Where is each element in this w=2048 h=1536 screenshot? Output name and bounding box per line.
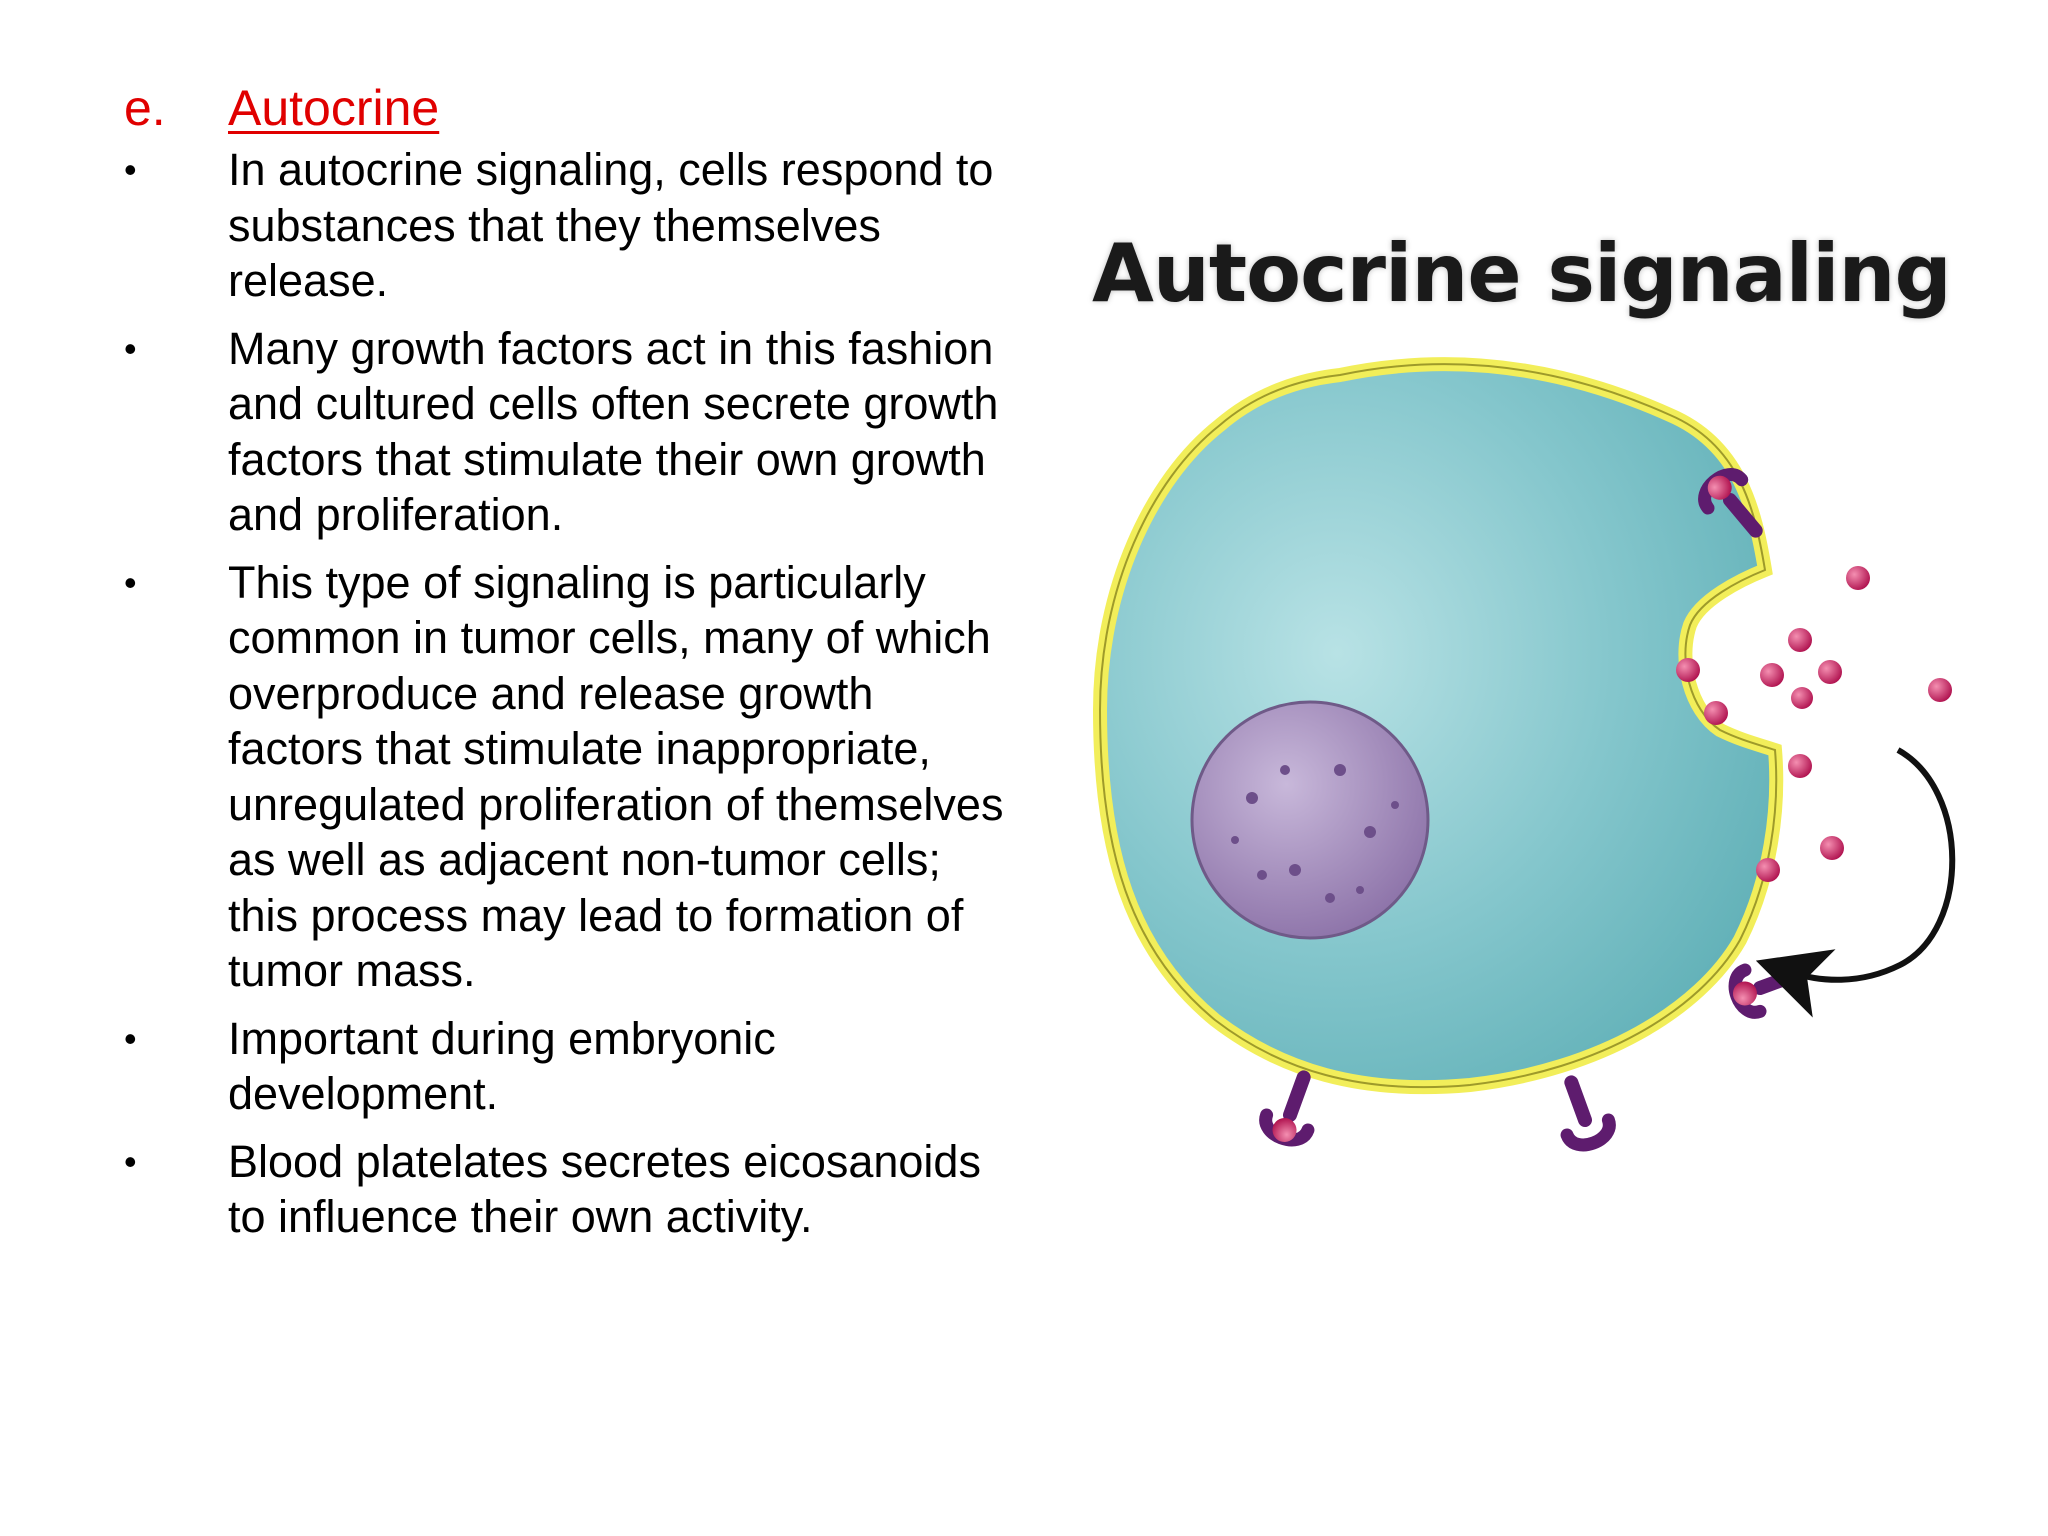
bullet-icon: • <box>124 149 137 190</box>
bullet-item: • In autocrine signaling, cells respond … <box>124 142 1004 309</box>
figure-title: Autocrine signaling <box>1092 227 1952 320</box>
curved-arrow-icon <box>1755 747 1956 1018</box>
bullet-text: In autocrine signaling, cells respond to… <box>228 144 994 306</box>
receptor-bottom-middle <box>1560 1075 1616 1152</box>
bullet-icon: • <box>124 327 137 369</box>
bullet-text: Important during embryonic development. <box>228 1012 776 1120</box>
autocrine-figure: Autocrine signaling <box>1040 150 2000 1160</box>
bullet-list: • In autocrine signaling, cells respond … <box>124 142 1004 1245</box>
receptor-bottom-left <box>1259 1070 1315 1147</box>
section-title: Autocrine <box>228 80 440 136</box>
bullet-icon: • <box>124 1140 137 1182</box>
receptor-top-right <box>1698 468 1763 538</box>
section-marker: e. <box>124 80 166 136</box>
section-heading: e. Autocrine <box>124 76 1004 140</box>
cell-membrane-outline <box>1098 363 1778 1089</box>
bullet-item: • Many growth factors act in this fashio… <box>124 321 1004 543</box>
bullet-text: Many growth factors act in this fashion … <box>228 322 999 541</box>
bullet-item: • Important during embryonic development… <box>124 1011 1004 1122</box>
bullet-text: This type of signaling is particularly c… <box>228 556 1004 997</box>
receptor-bottom-right <box>1728 963 1805 1019</box>
cell-membrane <box>1092 357 1784 1095</box>
bullet-text: Blood platelates secretes eicosanoids to… <box>228 1135 981 1243</box>
nucleus <box>1190 700 1430 940</box>
bullet-item: • This type of signaling is particularly… <box>124 555 1004 999</box>
bullet-icon: • <box>124 561 137 603</box>
ligand-molecules <box>1676 566 1952 882</box>
bullet-icon: • <box>124 1017 137 1059</box>
cell-diagram <box>1092 357 1956 1152</box>
text-column: e. Autocrine • In autocrine signaling, c… <box>124 76 1004 1257</box>
bullet-item: • Blood platelates secretes eicosanoids … <box>124 1134 1004 1245</box>
